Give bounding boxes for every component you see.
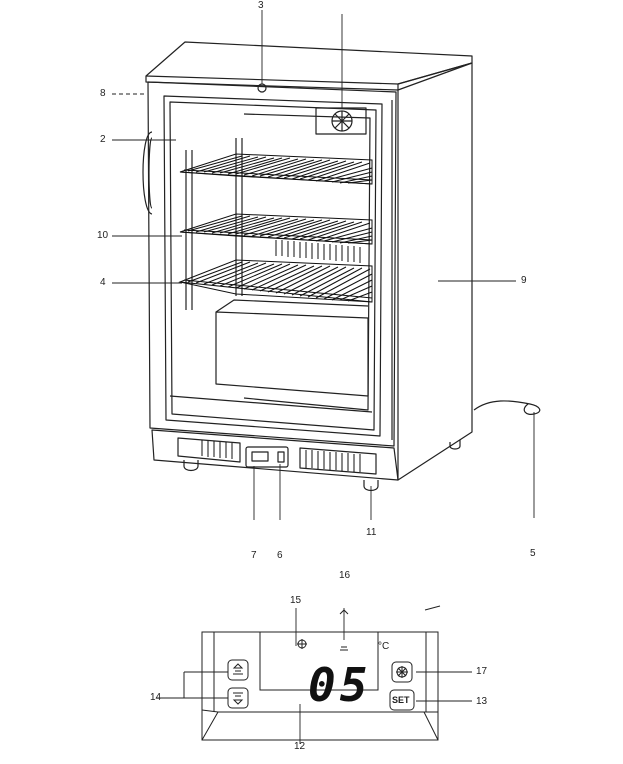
lcd-temperature-digits: 05 — [308, 658, 372, 712]
callout-12: 12 — [294, 741, 306, 752]
base-grille — [151, 429, 399, 481]
callout-2: 2 — [100, 134, 106, 145]
callout-4: 4 — [100, 277, 106, 288]
glass-door — [147, 81, 397, 447]
set-button — [389, 689, 415, 711]
callout-8: 8 — [100, 88, 106, 99]
door-handle — [142, 131, 153, 215]
callout-3: 3 — [258, 0, 264, 11]
temp-down-button — [227, 687, 249, 709]
shelf-top — [179, 153, 373, 185]
cabinet-top — [145, 41, 473, 91]
down-icon — [232, 692, 244, 705]
callout-16: 16 — [339, 570, 351, 581]
callout-11: 11 — [366, 527, 377, 538]
leader-lines — [112, 10, 535, 520]
set-button-label: SET — [392, 695, 410, 705]
controller-box — [245, 446, 289, 468]
shelf-middle — [179, 213, 373, 245]
callout-6: 6 — [277, 550, 283, 561]
callout-10: 10 — [97, 230, 109, 241]
temp-up-button — [227, 659, 249, 681]
callout-14: 14 — [150, 692, 162, 703]
callout-15: 15 — [290, 595, 302, 606]
power-cable — [473, 400, 541, 415]
up-icon — [232, 663, 244, 675]
callout-7: 7 — [251, 550, 257, 561]
lcd-unit: °C — [378, 641, 390, 652]
callout-17: 17 — [476, 666, 488, 677]
callout-9: 9 — [521, 275, 527, 286]
fan-indicator-icon — [340, 646, 348, 651]
rear-grille — [275, 240, 361, 263]
lcd-window — [259, 631, 379, 691]
cabinet-side — [397, 62, 473, 481]
shelf-bottom — [178, 259, 373, 303]
callout-13: 13 — [476, 696, 488, 707]
callout-5: 5 — [530, 548, 536, 559]
evaporator-fan — [315, 107, 367, 135]
